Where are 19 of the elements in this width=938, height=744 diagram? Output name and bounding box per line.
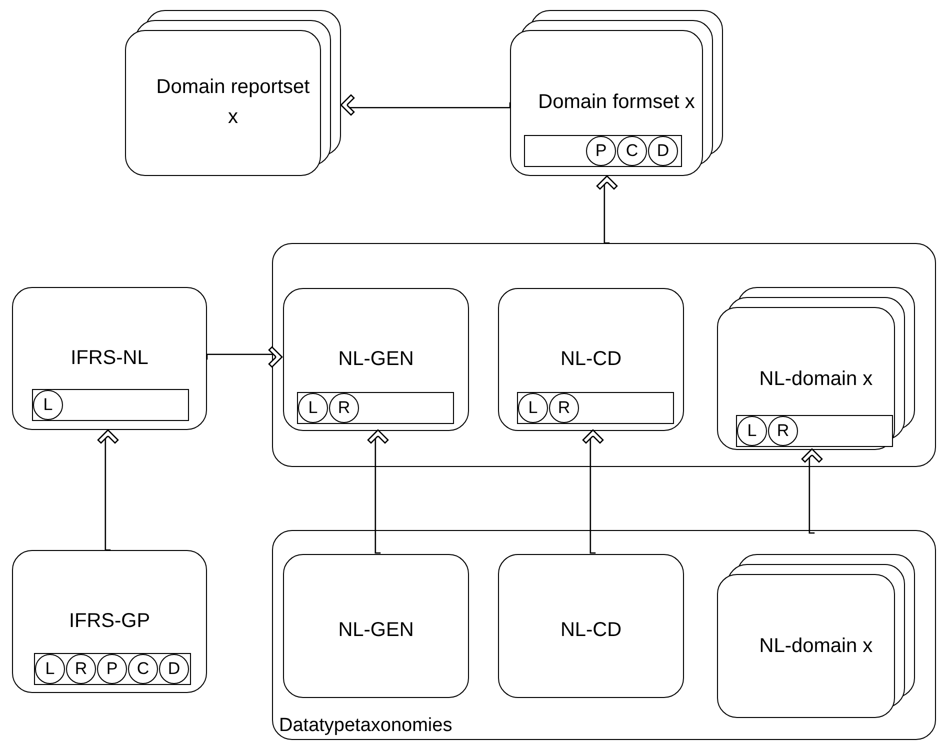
box-label: Domain reportset x bbox=[155, 75, 311, 130]
rounded-box bbox=[498, 288, 684, 431]
box-label: Domain formset x bbox=[537, 90, 696, 115]
box-label: IFRS-NL bbox=[70, 346, 150, 371]
box-label: NL-domain x bbox=[758, 367, 874, 392]
rounded-box bbox=[283, 554, 469, 698]
group-container bbox=[272, 530, 936, 740]
rounded-box bbox=[12, 550, 207, 693]
group-container bbox=[272, 243, 936, 467]
box-label: IFRS-GP bbox=[68, 609, 152, 634]
rounded-box bbox=[12, 287, 207, 430]
box-label: NL-CD bbox=[559, 347, 623, 372]
box-label: NL-GEN bbox=[337, 347, 415, 372]
group-label: Datatypetaxonomies bbox=[279, 715, 452, 737]
rounded-box bbox=[498, 554, 684, 698]
box-label: NL-domain x bbox=[758, 634, 874, 659]
box-label: NL-CD bbox=[559, 618, 623, 643]
rounded-box bbox=[283, 288, 469, 431]
box-label: NL-GEN bbox=[337, 618, 415, 643]
